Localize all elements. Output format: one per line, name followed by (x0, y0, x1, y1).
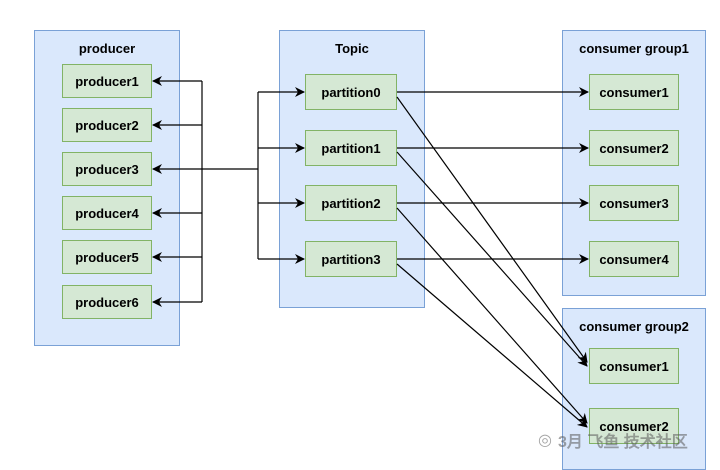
producer-node-2: producer2 (62, 108, 152, 142)
producer-node-1: producer1 (62, 64, 152, 98)
partition-node-3: partition3 (305, 241, 397, 277)
edge-partition3-to-g2-consumer2 (396, 263, 588, 428)
producer-node-5: producer5 (62, 240, 152, 274)
group2-consumer-2: consumer2 (589, 408, 679, 444)
edge-partition1-to-g2-consumer1 (396, 151, 588, 367)
producer-node-4: producer4 (62, 196, 152, 230)
partition-node-2: partition2 (305, 185, 397, 221)
watermark-text: 3月 飞鱼 技术社区 (557, 434, 688, 451)
partition-node-1: partition1 (305, 130, 397, 166)
topic-group-title: Topic (335, 41, 369, 56)
group1-consumer-1: consumer1 (589, 74, 679, 110)
edge-partition2-to-g2-consumer2 (396, 207, 588, 424)
partition-node-0: partition0 (305, 74, 397, 110)
consumer-group1-title: consumer group1 (579, 41, 689, 56)
wechat-icon: ◎ (538, 432, 552, 449)
edge-partition0-to-g2-consumer1 (396, 96, 588, 363)
producer-group-title: producer (78, 41, 136, 56)
group1-consumer-3: consumer3 (589, 185, 679, 221)
group2-consumer-1: consumer1 (589, 348, 679, 384)
watermark: ◎ 3月 飞鱼 技术社区 (538, 428, 688, 452)
consumer-group2-title: consumer group2 (579, 319, 689, 334)
group1-consumer-4: consumer4 (589, 241, 679, 277)
producer-node-6: producer6 (62, 285, 152, 319)
group1-consumer-2: consumer2 (589, 130, 679, 166)
producer-node-3: producer3 (62, 152, 152, 186)
